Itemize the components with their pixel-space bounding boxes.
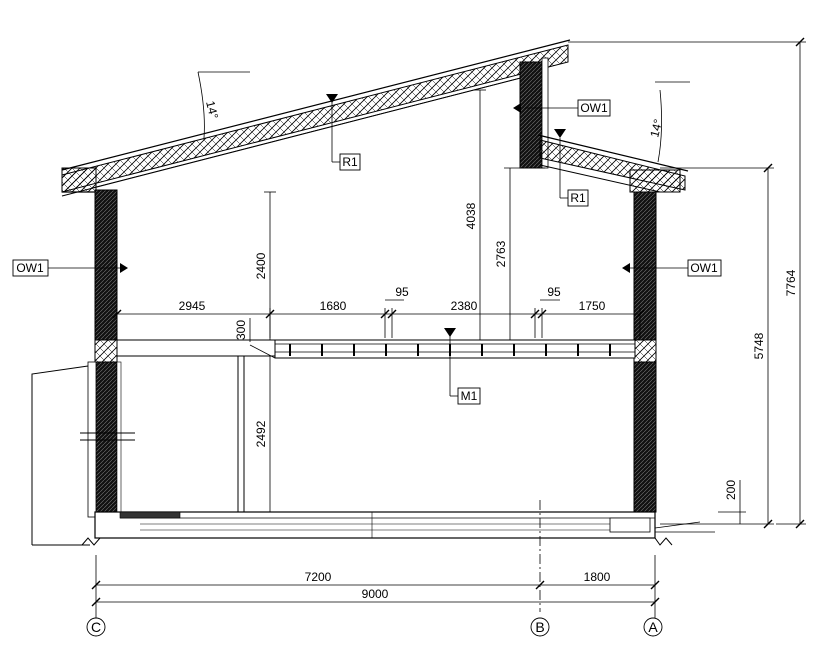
right-wall xyxy=(633,191,657,513)
dim-7764: 7764 xyxy=(784,269,798,296)
dimension-ticks xyxy=(91,37,805,607)
grid-axis-c: C xyxy=(86,612,106,637)
grid-label-b: B xyxy=(535,619,544,635)
tag-leaders xyxy=(48,102,688,397)
dim-2763: 2763 xyxy=(494,240,508,267)
dim-1750: 1750 xyxy=(579,299,606,313)
dim-2492: 2492 xyxy=(254,420,268,447)
dim-300: 300 xyxy=(234,320,248,340)
grid-axis-a: A xyxy=(643,612,663,637)
tag-boxes xyxy=(12,99,722,405)
tag-ow1-right: OW1 xyxy=(690,261,718,275)
tag-r1-low: R1 xyxy=(570,191,586,205)
dim-95-a: 95 xyxy=(395,285,409,299)
grid-label-c: C xyxy=(91,619,101,635)
tag-ow1-left: OW1 xyxy=(16,261,44,275)
left-terrace-rail xyxy=(31,365,135,545)
dim-1800: 1800 xyxy=(584,570,611,584)
dim-7200: 7200 xyxy=(305,570,332,584)
angle-right: 14° xyxy=(647,118,665,139)
tag-r1-main: R1 xyxy=(342,155,358,169)
dim-2400: 2400 xyxy=(254,252,268,279)
dim-95-b: 95 xyxy=(547,285,561,299)
interior-partition xyxy=(237,356,245,512)
main-roof xyxy=(61,39,571,197)
low-roof xyxy=(537,134,689,193)
upper-clerestory-wall xyxy=(519,57,549,169)
dim-2945: 2945 xyxy=(179,299,206,313)
tag-m1: M1 xyxy=(461,389,478,403)
left-wall xyxy=(87,189,122,518)
dim-200: 200 xyxy=(724,480,738,500)
dim-5748: 5748 xyxy=(752,332,766,359)
section-markers xyxy=(120,94,630,337)
dim-4038: 4038 xyxy=(464,202,478,229)
angle-left: 14° xyxy=(203,99,221,120)
dim-2380: 2380 xyxy=(451,299,478,313)
grid-label-a: A xyxy=(648,619,658,635)
grid-axis-b: B xyxy=(530,617,550,637)
tag-ow1-upper: OW1 xyxy=(580,101,608,115)
dimension-lines xyxy=(95,41,806,612)
mezzanine-floor xyxy=(117,339,636,359)
dim-1680: 1680 xyxy=(320,299,347,313)
ground-slab xyxy=(32,511,715,546)
dim-9000: 9000 xyxy=(362,587,389,601)
